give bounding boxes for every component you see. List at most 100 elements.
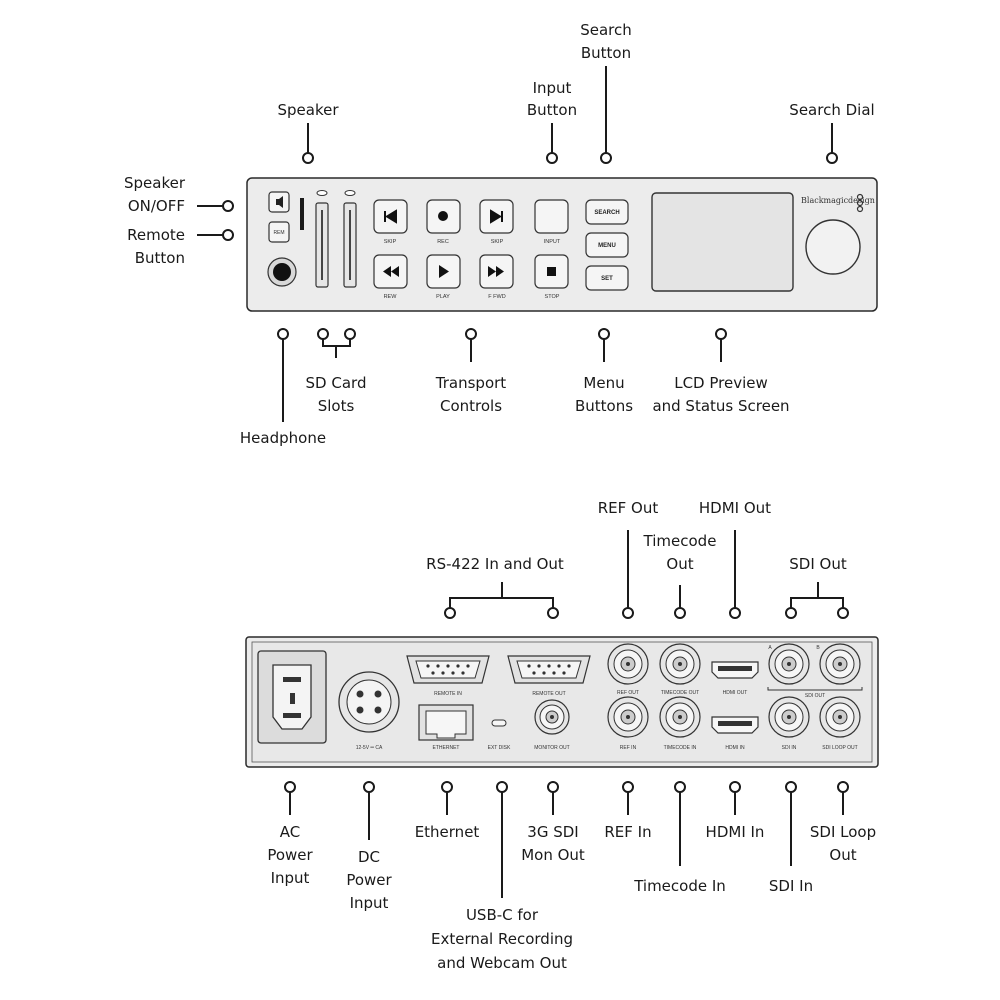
ref-out-pin	[622, 607, 634, 619]
remote-in-shell	[415, 660, 481, 679]
search-dial	[805, 219, 861, 275]
callout-hdmi-out: HDMI Out	[699, 499, 771, 517]
dc-label: 12-5V ═ CA	[356, 745, 383, 751]
rec-label: REC	[437, 239, 449, 245]
sdi-out-b-bnc	[819, 643, 861, 685]
rear-panel: 12-5V ═ CA REMOTE IN REMOTE OUT ETHERNET…	[245, 636, 879, 768]
dc-pin	[356, 690, 364, 698]
dc-pin	[374, 690, 382, 698]
stop-icon	[547, 267, 556, 276]
callout-sdi-loop-line1: SDI Loop	[810, 823, 876, 841]
callout-usbc-line3: and Webcam Out	[437, 954, 567, 972]
callout-menu-line2: Buttons	[575, 397, 633, 415]
dc-power-xlr-inner	[346, 679, 392, 725]
callout-lcd-line2: and Status Screen	[652, 397, 789, 415]
callout-timecode-in: Timecode In	[633, 877, 726, 895]
ref-out-bnc	[607, 643, 649, 685]
callout-input-line2: Button	[527, 101, 577, 119]
remote-out-label: REMOTE OUT	[532, 691, 565, 697]
callout-dc-line2: Power	[346, 871, 392, 889]
callout-sd-line2: Slots	[318, 397, 355, 415]
callout-mon-line1: 3G SDI	[527, 823, 578, 841]
ethernet-label: ETHERNET	[433, 745, 460, 751]
hdmi-in-slot	[718, 721, 752, 726]
ref-in-label: REF IN	[620, 745, 637, 751]
input-pin	[546, 152, 558, 164]
callout-speaker-onoff-line1: Speaker	[124, 174, 186, 192]
hdmi-out-label: HDMI OUT	[723, 690, 748, 696]
remote-out-shell	[516, 660, 582, 679]
remote-in-label: REMOTE IN	[434, 691, 462, 697]
lcd-pin	[715, 328, 727, 340]
speaker-onoff-pin	[222, 200, 234, 212]
sdi-loop-out-bnc	[819, 696, 861, 738]
rec-icon	[438, 211, 448, 221]
lcd-screen	[651, 192, 794, 292]
rear-callouts-top: REF Out HDMI Out Timecode Out RS-422 In …	[426, 499, 849, 619]
hdmi-out-pin	[729, 607, 741, 619]
skip-back-icon	[384, 209, 397, 224]
ac-pin-bottom	[283, 713, 301, 718]
callout-search-line1: Search	[580, 21, 632, 39]
sd-slot-2-pin	[344, 328, 356, 340]
callout-sdi-loop-line2: Out	[829, 846, 856, 864]
callout-menu-line1: Menu	[583, 374, 624, 392]
monitor-out-label: MONITOR OUT	[534, 745, 569, 751]
callout-speaker-onoff-line2: ON/OFF	[128, 197, 185, 215]
sd-slot-1-gap	[321, 210, 323, 280]
hdmi-in-label: HDMI IN	[725, 745, 745, 751]
monitor-out-bnc	[534, 699, 570, 735]
brand-logo: Blackmagicdesign	[801, 196, 875, 205]
callout-headphone: Headphone	[240, 429, 326, 447]
sdi-out-b-pin	[837, 607, 849, 619]
callout-ac-line2: Power	[267, 846, 313, 864]
input-button	[534, 199, 569, 234]
search-dial-pin	[826, 152, 838, 164]
timecode-in-bnc	[659, 696, 701, 738]
callout-usbc-line2: External Recording	[431, 930, 573, 948]
sd-led-2	[344, 190, 356, 196]
rear-callouts-bottom: AC Power Input DC Power Input Ethernet U…	[267, 781, 876, 972]
sdi-in-bnc	[768, 696, 810, 738]
transport-pin	[465, 328, 477, 340]
skip-back-label: SKIP	[384, 239, 397, 245]
sdi-loop-pin	[837, 781, 849, 793]
play-label: PLAY	[436, 294, 450, 300]
callout-timecode-out-line1: Timecode	[643, 532, 717, 550]
callout-remote-line2: Button	[135, 249, 185, 267]
callout-ac-line3: Input	[271, 869, 310, 887]
menu-button-label: MENU	[598, 243, 616, 249]
timecode-out-pin	[674, 607, 686, 619]
remote-out-pins	[527, 664, 571, 675]
speaker-pin	[302, 152, 314, 164]
rs422-out-pin	[547, 607, 559, 619]
callout-sdi-out: SDI Out	[789, 555, 847, 573]
callout-timecode-out-line2: Out	[666, 555, 693, 573]
menu-button	[585, 232, 629, 258]
ext-disk-label: EXT DISK	[488, 745, 511, 751]
menu-pin	[598, 328, 610, 340]
timecode-in-pin	[674, 781, 686, 793]
callout-remote-line1: Remote	[127, 226, 185, 244]
ethernet-jack	[425, 710, 467, 739]
dc-power-pin	[363, 781, 375, 793]
usb-c-port	[491, 719, 507, 727]
ac-power-pin	[284, 781, 296, 793]
front-callouts: Speaker Input Button Search Button Searc…	[124, 21, 875, 447]
callout-search-dial: Search Dial	[789, 101, 874, 119]
callout-ref-in: REF In	[604, 823, 651, 841]
rs422-in-pin	[444, 607, 456, 619]
callout-speaker: Speaker	[277, 101, 339, 119]
search-pin	[600, 152, 612, 164]
search-button	[585, 199, 629, 225]
callout-lcd-line1: LCD Preview	[674, 374, 768, 392]
callout-ethernet: Ethernet	[415, 823, 480, 841]
set-button-label: SET	[601, 276, 613, 282]
callout-usbc-line1: USB-C for	[466, 906, 539, 924]
sd-slot-1-pin	[317, 328, 329, 340]
headphone-jack-inner	[273, 263, 291, 281]
ac-pin-mid	[290, 693, 295, 704]
sdi-out-label: SDI OUT	[805, 693, 825, 699]
callout-ref-out: REF Out	[598, 499, 659, 517]
